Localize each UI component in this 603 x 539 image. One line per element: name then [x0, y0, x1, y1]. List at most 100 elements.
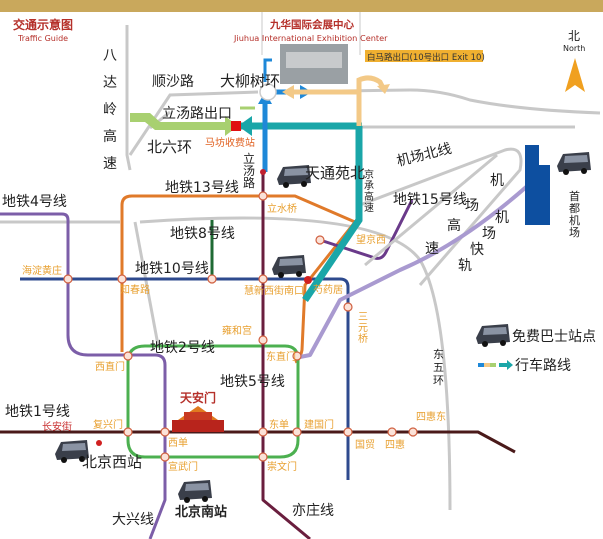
svg-text:宣武门: 宣武门 [168, 460, 198, 473]
svg-text:京: 京 [364, 168, 374, 181]
line-4-label: 地铁4号线 [2, 194, 67, 210]
daliushu-label: 大柳树环 [220, 72, 280, 90]
svg-text:望京西: 望京西 [356, 233, 386, 246]
svg-text:速: 速 [425, 241, 439, 257]
title-cn: 交通示意图 [13, 17, 73, 32]
toll-station-label: 马坊收费站 [205, 136, 255, 149]
svg-text:四惠: 四惠 [385, 438, 405, 451]
north-label-cn: 北 [568, 29, 580, 43]
svg-text:高: 高 [103, 128, 117, 145]
header-bar [0, 0, 603, 12]
svg-text:场: 场 [569, 225, 580, 239]
east5-label: 东五环 [433, 348, 444, 387]
venue-name-cn: 九华国际会展中心 [269, 18, 354, 31]
airport-north-label: 机场北线 [395, 141, 453, 170]
roads [0, 12, 601, 511]
svg-text:首: 首 [569, 189, 580, 203]
tiantongyuan-label: 天通苑北 [305, 164, 365, 182]
svg-text:海淀黄庄: 海淀黄庄 [22, 264, 62, 277]
svg-text:机: 机 [569, 213, 580, 227]
svg-text:四惠东: 四惠东 [416, 410, 446, 423]
tiananmen-icon [172, 406, 224, 432]
svg-text:机: 机 [490, 173, 504, 189]
exit-label-bg [365, 50, 483, 62]
line-2-label: 地铁2号线 [150, 340, 215, 356]
airport-expressway-label: 机场 高速 [425, 173, 504, 257]
svg-text:汤: 汤 [243, 164, 255, 178]
svg-text:立水桥: 立水桥 [267, 202, 297, 215]
north6-label: 北六环 [147, 138, 192, 156]
litang-road-label: 立汤路 [243, 151, 255, 190]
line-2 [126, 344, 300, 459]
north-label-en: North [563, 44, 585, 53]
svg-text:轨: 轨 [458, 258, 472, 274]
svg-text:西直门: 西直门 [95, 360, 125, 373]
svg-text:崇文门: 崇文门 [267, 460, 297, 473]
svg-text:国贸: 国贸 [355, 439, 375, 451]
svg-text:八: 八 [103, 48, 117, 64]
bus-icon [557, 152, 591, 175]
north-arrow-icon [565, 58, 585, 92]
svg-text:岭: 岭 [103, 102, 117, 118]
daxing-line-label: 大兴线 [112, 512, 154, 528]
svg-text:都: 都 [569, 202, 580, 215]
driving-routes [130, 58, 390, 302]
shunsha-road-label: 顺沙路 [152, 74, 194, 90]
svg-text:长安街: 长安街 [42, 420, 72, 433]
north-road [275, 88, 601, 115]
legend-bus-stop-label: 免费巴士站点 [512, 329, 596, 345]
svg-text:高: 高 [364, 190, 374, 203]
station-markers [63, 169, 418, 462]
line-10 [20, 277, 350, 480]
svg-text:五: 五 [433, 361, 444, 374]
svg-text:东: 东 [433, 348, 444, 361]
airport-express [294, 168, 547, 360]
svg-text:快: 快 [470, 242, 484, 258]
svg-text:复兴门: 复兴门 [93, 418, 123, 431]
daliushu-roundabout [259, 83, 277, 101]
bus-icon [178, 480, 212, 503]
line-1 [0, 430, 516, 454]
svg-text:知春路: 知春路 [120, 283, 150, 296]
station-labels: 立水桥 望京西 海淀黄庄 知春路 慧新西街南口 芍药居 雍和宫 西直门 东直门 … [22, 202, 446, 473]
beijing-south-label: 北京南站 [175, 504, 227, 520]
svg-text:环: 环 [433, 374, 444, 387]
svg-text:慧新西街南口: 慧新西街南口 [244, 284, 304, 297]
svg-text:机: 机 [495, 210, 509, 226]
shunsha-road [128, 90, 259, 156]
tiananmen-label: 天安门 [180, 390, 216, 405]
badaling-label: 八达 岭高 速 [103, 48, 117, 172]
yizhuang-line-label: 亦庄线 [292, 502, 334, 519]
svg-text:路: 路 [243, 175, 255, 190]
svg-text:速: 速 [364, 202, 374, 214]
svg-text:承: 承 [364, 180, 374, 192]
line-8-label: 地铁8号线 [170, 226, 235, 242]
svg-text:速: 速 [103, 156, 117, 172]
svg-text:芍药居: 芍药居 [313, 283, 343, 296]
litang-exit-label: 立汤路出口 [162, 106, 232, 122]
legend-route-label: 行车路线 [515, 357, 571, 374]
svg-text:建国门: 建国门 [304, 418, 334, 431]
exit-label: 白马路出口(10号出口 Exit 10) [367, 52, 485, 63]
bus-icon [272, 255, 306, 278]
svg-text:立: 立 [243, 151, 255, 166]
teal-route [240, 122, 363, 302]
jingcheng-label: 京承 高速 [364, 168, 374, 214]
line-1-label: 地铁1号线 [5, 404, 70, 420]
capital-airport-label: 首都 机场 [569, 189, 580, 239]
beijing-west-label: 北京西站 [82, 453, 142, 471]
venue-name-en: Jiuhua International Exhibition Center [233, 33, 388, 43]
line-15-label: 地铁15号线 [393, 192, 467, 208]
svg-text:雍和宫: 雍和宫 [222, 324, 252, 337]
line-10-label: 地铁10号线 [135, 261, 209, 277]
line-13-label: 地铁13号线 [165, 180, 239, 196]
sanyuanqiao-label: 三元桥 [358, 312, 368, 345]
badaling-road [125, 25, 132, 171]
title-en: Traffic Guide [17, 34, 68, 43]
svg-text:三元桥: 三元桥 [358, 312, 368, 345]
line-5-label: 地铁5号线 [220, 374, 285, 390]
route-legend-swatch [478, 360, 513, 370]
toll-station-marker [231, 121, 241, 131]
svg-text:场: 场 [482, 226, 496, 242]
